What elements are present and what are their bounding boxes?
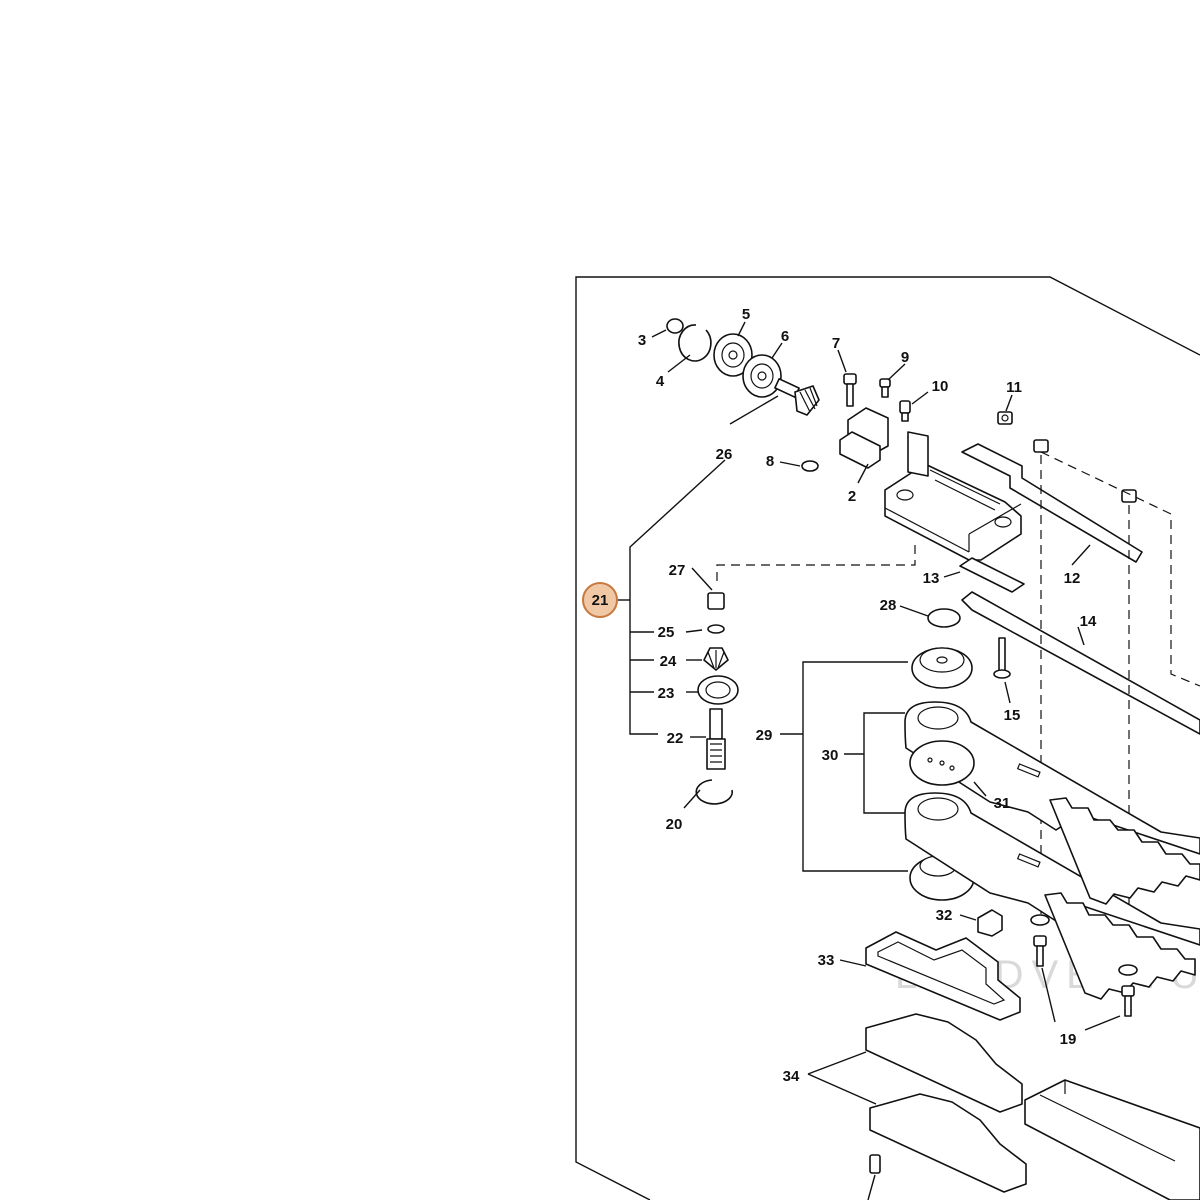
- clip-32: [977, 909, 1003, 937]
- cover-34-lower: [869, 1093, 1027, 1193]
- gasket-33-inner: [877, 941, 1006, 1005]
- label-24[interactable]: 24: [660, 653, 677, 670]
- ball-bearing-23: [697, 675, 739, 705]
- label-7[interactable]: 7: [832, 335, 840, 352]
- screw-9: [879, 378, 891, 398]
- label-30[interactable]: 30: [822, 747, 839, 764]
- nut-upper-right-b: [1121, 489, 1137, 503]
- ball-bearing-6: [742, 354, 782, 398]
- screw-19-b: [1121, 985, 1135, 1017]
- washer-28: [927, 608, 961, 628]
- blade-guard-ridge: [1039, 1080, 1176, 1162]
- label-10[interactable]: 10: [932, 378, 949, 395]
- bevel-gear-24: [703, 647, 729, 671]
- bevel-pinion-26: [774, 378, 820, 416]
- label-4[interactable]: 4: [656, 373, 665, 390]
- guide-plate-12: [961, 443, 1143, 563]
- label-23[interactable]: 23: [658, 685, 675, 702]
- nut-11: [997, 411, 1013, 425]
- label-22[interactable]: 22: [667, 730, 684, 747]
- dashed-guide-b: [1040, 451, 1200, 687]
- blade-teeth: [1044, 797, 1200, 1000]
- label-25[interactable]: 25: [658, 624, 675, 641]
- label-12[interactable]: 12: [1064, 570, 1081, 587]
- cutter-blade-30-lower: [904, 792, 1200, 946]
- washer-25: [707, 624, 725, 634]
- grease-nipple-10: [899, 400, 911, 422]
- screw-19-a: [1033, 935, 1047, 967]
- label-13[interactable]: 13: [923, 570, 940, 587]
- highlight-marker-21[interactable]: [582, 582, 618, 618]
- label-5[interactable]: 5: [742, 306, 750, 323]
- label-15[interactable]: 15: [1004, 707, 1021, 724]
- label-29[interactable]: 29: [756, 727, 773, 744]
- label-9[interactable]: 9: [901, 349, 909, 366]
- blade-guard: [1024, 1079, 1200, 1200]
- snap-ring-3: [666, 318, 684, 334]
- label-2[interactable]: 2: [848, 488, 856, 505]
- label-14[interactable]: 14: [1080, 613, 1097, 630]
- label-21[interactable]: 21: [592, 592, 609, 609]
- label-19[interactable]: 19: [1060, 1031, 1077, 1048]
- diagram-frame: [575, 276, 1200, 1200]
- gear-housing-2: [839, 407, 1022, 561]
- label-28[interactable]: 28: [880, 597, 897, 614]
- eccentric-gear-29-upper: [911, 647, 973, 689]
- nut-upper-right-a: [1033, 439, 1049, 453]
- label-3[interactable]: 3: [638, 332, 646, 349]
- bushing-27: [707, 592, 725, 610]
- leader-lines: [618, 321, 1121, 1200]
- label-6[interactable]: 6: [781, 328, 789, 345]
- label-31[interactable]: 31: [994, 795, 1011, 812]
- label-26[interactable]: 26: [716, 446, 733, 463]
- circlip-4: [678, 324, 712, 362]
- gear-shaft-plate-14: [961, 591, 1200, 735]
- label-32[interactable]: 32: [936, 907, 953, 924]
- ball-bearing-5: [713, 333, 753, 377]
- cover-34-upper: [865, 1013, 1023, 1113]
- washer-8: [801, 460, 819, 472]
- screw-7: [843, 373, 857, 407]
- spacer-plate-13: [959, 557, 1025, 593]
- washer-19-a: [1030, 914, 1050, 926]
- circlip-20: [695, 779, 734, 805]
- spline-shaft-22: [706, 708, 726, 770]
- dashed-guide-d: [716, 545, 916, 587]
- cutter-blade-30-upper: [904, 701, 1200, 855]
- label-20[interactable]: 20: [666, 816, 683, 833]
- label-27[interactable]: 27: [669, 562, 686, 579]
- label-11[interactable]: 11: [1006, 379, 1022, 396]
- slide-plate-31: [909, 740, 975, 786]
- screw-15: [993, 637, 1011, 679]
- label-33[interactable]: 33: [818, 952, 835, 969]
- screw-bottom: [869, 1154, 881, 1174]
- label-34[interactable]: 34: [783, 1068, 800, 1085]
- label-8[interactable]: 8: [766, 453, 774, 470]
- washer-19-b: [1118, 964, 1138, 976]
